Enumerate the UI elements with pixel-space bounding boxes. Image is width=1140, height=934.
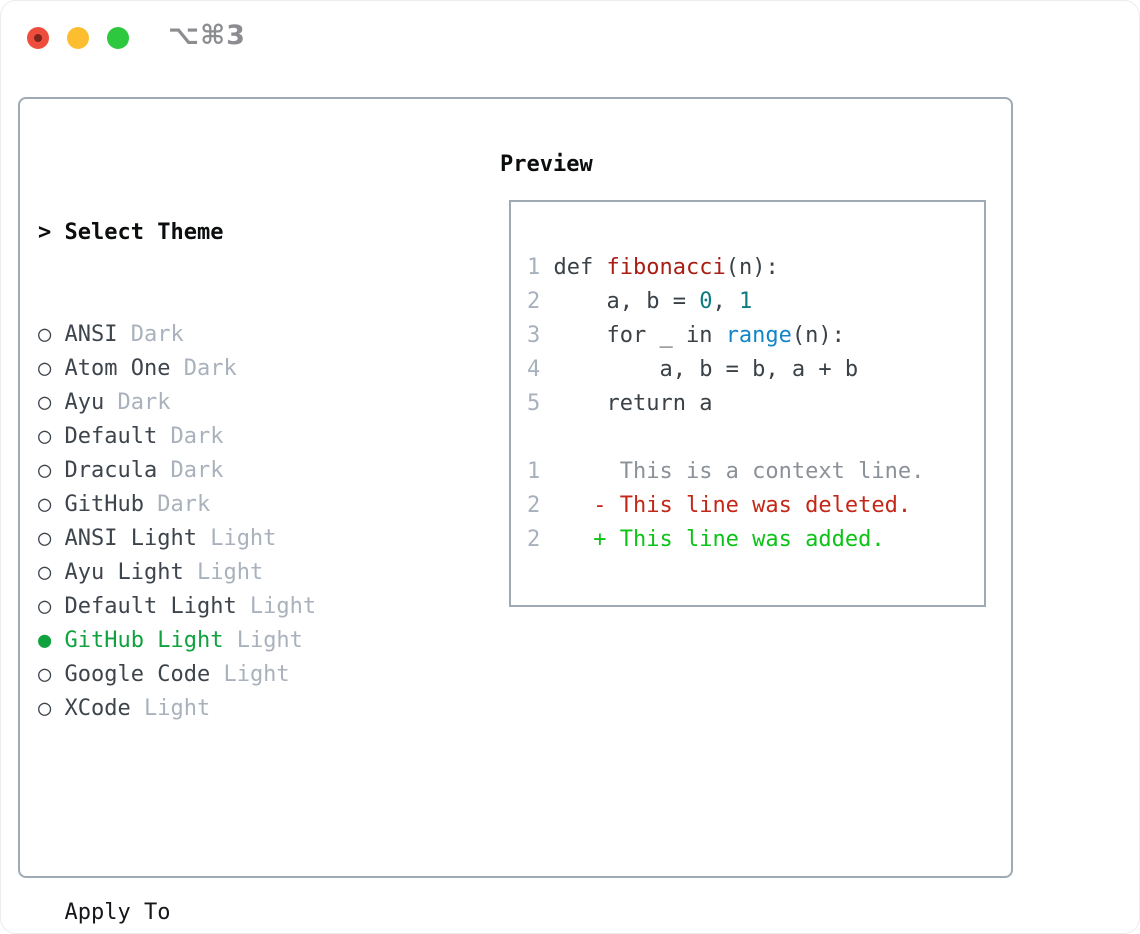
code-segment: - This line was deleted. [553,493,912,518]
preview-line-6 [527,421,984,455]
line-number: 5 [527,391,554,416]
radio-unselected-icon: ○ [38,492,65,517]
option-label: GitHub [64,492,144,517]
variant-tag: Light [223,628,303,653]
title-bar: ⌥⌘3 [0,0,1140,76]
preview-line-4: 4 a, b = b, a + b [527,353,984,387]
code-segment: (n): [791,323,845,348]
preview-line-1: 1 def fibonacci(n): [527,251,984,285]
variant-tag: Light [183,560,264,585]
radio-unselected-icon: ○ [38,594,65,619]
code-segment: return a [553,391,713,416]
option-label: ANSI [64,322,118,347]
variant-tag: Dark [170,356,237,381]
theme-list-column: > Select Theme ○ ANSI Dark○ Atom One Dar… [38,148,409,934]
theme-option-ayu[interactable]: ○ Ayu Dark [38,386,409,420]
radio-unselected-icon: ○ [38,356,65,381]
option-label: GitHub Light [64,628,224,653]
preview-title: Preview [500,152,593,177]
variant-tag: Light [130,696,211,721]
cursor-prompt-icon: > [38,220,65,245]
code-segment: 1 [738,289,753,314]
option-label: Ayu Light [64,560,184,585]
radio-unselected-icon: ○ [38,560,65,585]
variant-tag: Dark [157,424,224,449]
preview-line-3: 3 for _ in range(n): [527,319,984,353]
radio-unselected-icon: ○ [38,662,65,687]
variant-tag: Dark [143,492,211,517]
theme-list: ○ ANSI Dark○ Atom One Dark○ Ayu Dark○ De… [38,318,409,726]
option-label: Default [64,424,158,449]
preview-line-5: 5 return a [527,387,984,421]
apply-to-header: Apply To [38,896,409,930]
code-segment: a, b = [553,289,700,314]
radio-unselected-icon: ○ [38,390,65,415]
radio-unselected-icon: ○ [38,458,65,483]
line-number: 2 [527,493,554,518]
variant-tag: Dark [157,458,224,483]
line-number: 1 [527,459,554,484]
option-label: Ayu [64,390,105,415]
code-segment: def [553,255,607,280]
code-segment: a, b = b, a + b [553,357,859,382]
radio-selected-icon: ● [38,628,65,653]
select-theme-title: Select Theme [64,220,224,245]
close-dot-icon [34,34,42,42]
code-segment: fibonacci [606,255,726,280]
option-label: Default Light [64,594,237,619]
radio-unselected-icon: ○ [38,424,65,449]
variant-tag: Dark [117,322,184,347]
theme-option-ayu-light[interactable]: ○ Ayu Light Light [38,556,409,590]
variant-tag: Light [196,526,277,551]
theme-option-ansi-light[interactable]: ○ ANSI Light Light [38,522,409,556]
option-label: Google Code [64,662,211,687]
radio-unselected-icon: ○ [38,526,65,551]
line-number: 2 [527,289,554,314]
code-segment: This is a context line. [553,459,925,484]
theme-option-default[interactable]: ○ Default Dark [38,420,409,454]
option-label: Dracula [64,458,158,483]
close-button[interactable] [27,27,49,49]
theme-option-google-code[interactable]: ○ Google Code Light [38,658,409,692]
code-segment: + This line was added. [553,527,885,552]
code-segment: (n): [725,255,779,280]
theme-option-dracula[interactable]: ○ Dracula Dark [38,454,409,488]
window-shortcut-label: ⌥⌘3 [168,20,246,51]
variant-tag: Light [236,594,317,619]
preview-line-2: 2 a, b = 0, 1 [527,285,984,319]
code-segment: range [725,323,792,348]
code-segment: for _ in [553,323,726,348]
theme-option-github[interactable]: ○ GitHub Dark [38,488,409,522]
option-label: ANSI Light [64,526,197,551]
theme-picker-panel: > Select Theme ○ ANSI Dark○ Atom One Dar… [18,97,1013,925]
select-theme-header: > Select Theme [38,216,409,250]
preview-line-7: 1 This is a context line. [527,455,984,489]
variant-tag: Dark [104,390,171,415]
theme-option-atom-one[interactable]: ○ Atom One Dark [38,352,409,386]
apply-to-title: Apply To [64,900,171,925]
theme-option-xcode[interactable]: ○ XCode Light [38,692,409,726]
theme-option-github-light[interactable]: ● GitHub Light Light [38,624,409,658]
minimize-button[interactable] [67,27,89,49]
variant-tag: Light [210,662,290,687]
line-number: 2 [527,527,554,552]
code-segment: 0 [699,289,713,314]
zoom-button[interactable] [107,27,129,49]
radio-unselected-icon: ○ [38,322,65,347]
line-number: 1 [527,255,554,280]
option-label: XCode [64,696,131,721]
preview-line-8: 2 - This line was deleted. [527,489,984,523]
traffic-lights [27,27,129,49]
theme-option-ansi[interactable]: ○ ANSI Dark [38,318,409,352]
option-label: Atom One [64,356,171,381]
code-segment: , [712,289,739,314]
line-number: 4 [527,357,554,382]
spacer [38,794,409,828]
preview-line-9: 2 + This line was added. [527,523,984,557]
theme-option-default-light[interactable]: ○ Default Light Light [38,590,409,624]
line-number: 3 [527,323,554,348]
radio-unselected-icon: ○ [38,696,65,721]
